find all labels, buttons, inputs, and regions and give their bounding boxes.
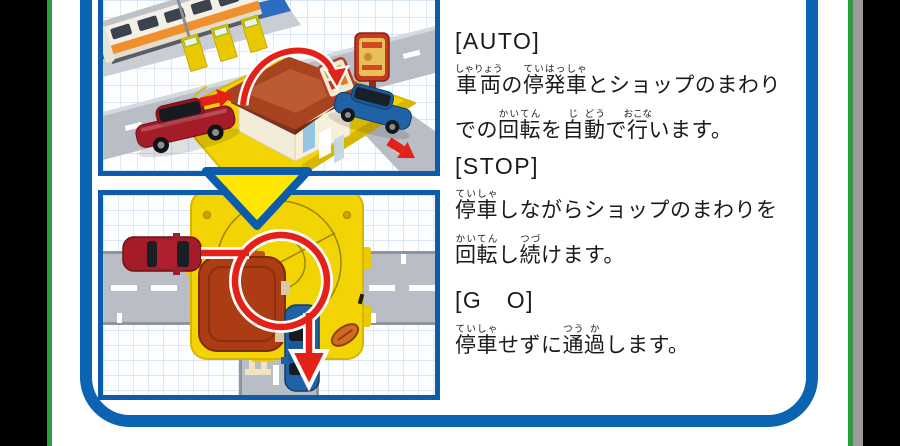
stop-line-2: 回転かいてんし続つづけます。 xyxy=(455,234,625,268)
auto-heading: [AUTO] xyxy=(455,28,541,54)
intersection-isometric-illustration xyxy=(103,0,435,171)
red-car xyxy=(135,97,240,158)
lever xyxy=(330,323,360,347)
section-go: [G O] 停てい車しゃせずに通つう過かします。 xyxy=(455,281,689,360)
auto-line-2: での回転かいてんを自じ動どうで行おこないます。 xyxy=(455,109,733,143)
section-stop: [STOP] 停車ていしゃしながらショップのまわりを 回転かいてんし続つづけます… xyxy=(455,153,778,271)
auto-line-1: 車両しゃりょうの停発車ていはっしゃとショップのまわり xyxy=(455,64,781,97)
auto-mode-photo xyxy=(98,0,440,176)
stop-heading: [STOP] xyxy=(455,153,539,179)
entry-arrow xyxy=(199,89,233,108)
rotation-arrow xyxy=(237,45,350,106)
go-line-1: 停てい車しゃせずに通つう過かします。 xyxy=(455,324,690,357)
road-clip xyxy=(245,357,271,375)
intersection-topview-illustration xyxy=(103,195,435,395)
rotation-topview-photo xyxy=(98,190,440,400)
red-car-top xyxy=(122,233,202,275)
stop-line-1: 停車ていしゃしながらショップのまわりを xyxy=(455,189,778,222)
outer-frame-left-line xyxy=(47,0,52,446)
left-black-band xyxy=(0,0,47,446)
street-sign xyxy=(354,32,390,107)
right-black-band xyxy=(863,0,900,446)
rotation-path xyxy=(201,229,333,392)
go-heading: [G O] xyxy=(455,287,535,313)
exit-arrow xyxy=(386,137,415,159)
down-arrow-icon xyxy=(202,167,312,230)
outer-frame-right-line xyxy=(848,0,853,446)
blue-car xyxy=(328,83,412,140)
right-gray-strip xyxy=(853,0,863,446)
track-clips xyxy=(180,14,268,73)
section-auto: [AUTO] 車両しゃりょうの停発車ていはっしゃとショップのまわり での回転かい… xyxy=(455,28,781,146)
storefront-details xyxy=(244,120,344,171)
